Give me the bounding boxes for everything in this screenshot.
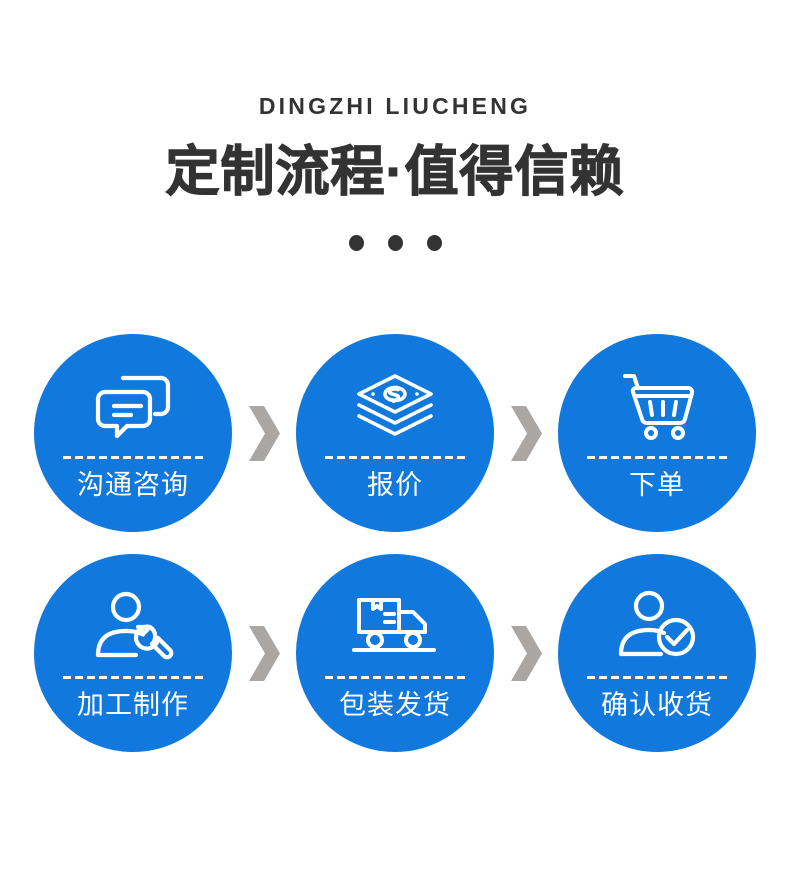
chevron-right-icon <box>249 405 280 461</box>
step-label: 沟通咨询 <box>77 470 189 500</box>
step-label: 下单 <box>629 470 685 500</box>
shopping-cart-icon <box>620 360 694 452</box>
step-divider <box>325 456 465 459</box>
person-wrench-icon <box>92 580 174 672</box>
dot-separator <box>0 235 790 251</box>
step-item-3[interactable]: 下单 <box>558 334 756 532</box>
chat-bubbles-icon <box>91 360 175 452</box>
person-check-icon <box>616 580 698 672</box>
process-steps: 沟通咨询 <box>0 334 790 752</box>
step-label: 包装发货 <box>339 690 451 720</box>
step-item-6[interactable]: 确认收货 <box>558 554 756 752</box>
arrow-separator-2 <box>494 405 558 461</box>
chevron-right-icon <box>511 405 542 461</box>
page-header: DINGZHI LIUCHENG 定制流程·值得信赖 <box>0 0 790 251</box>
dot-icon <box>348 235 364 251</box>
process-row-2: 加工制作 <box>0 554 790 752</box>
step-label: 确认收货 <box>601 690 713 720</box>
step-item-5[interactable]: 包装发货 <box>296 554 494 752</box>
chevron-right-icon <box>249 625 280 681</box>
step-divider <box>587 456 727 459</box>
step-item-2[interactable]: 报价 <box>296 334 494 532</box>
dot-icon <box>426 235 442 251</box>
dot-icon <box>387 235 403 251</box>
money-stack-icon <box>354 360 436 452</box>
arrow-separator-4 <box>494 625 558 681</box>
step-item-1[interactable]: 沟通咨询 <box>34 334 232 532</box>
step-divider <box>63 676 203 679</box>
step-divider <box>587 676 727 679</box>
delivery-truck-icon <box>351 580 439 672</box>
step-divider <box>63 456 203 459</box>
page-title: 定制流程·值得信赖 <box>165 142 625 202</box>
arrow-separator-1 <box>232 405 296 461</box>
step-label: 报价 <box>367 470 423 500</box>
process-row-1: 沟通咨询 <box>0 334 790 532</box>
step-label: 加工制作 <box>77 690 189 720</box>
eyebrow-pinyin: DINGZHI LIUCHENG <box>258 93 532 119</box>
arrow-separator-3 <box>232 625 296 681</box>
step-item-4[interactable]: 加工制作 <box>34 554 232 752</box>
step-divider <box>325 676 465 679</box>
chevron-right-icon <box>511 625 542 681</box>
